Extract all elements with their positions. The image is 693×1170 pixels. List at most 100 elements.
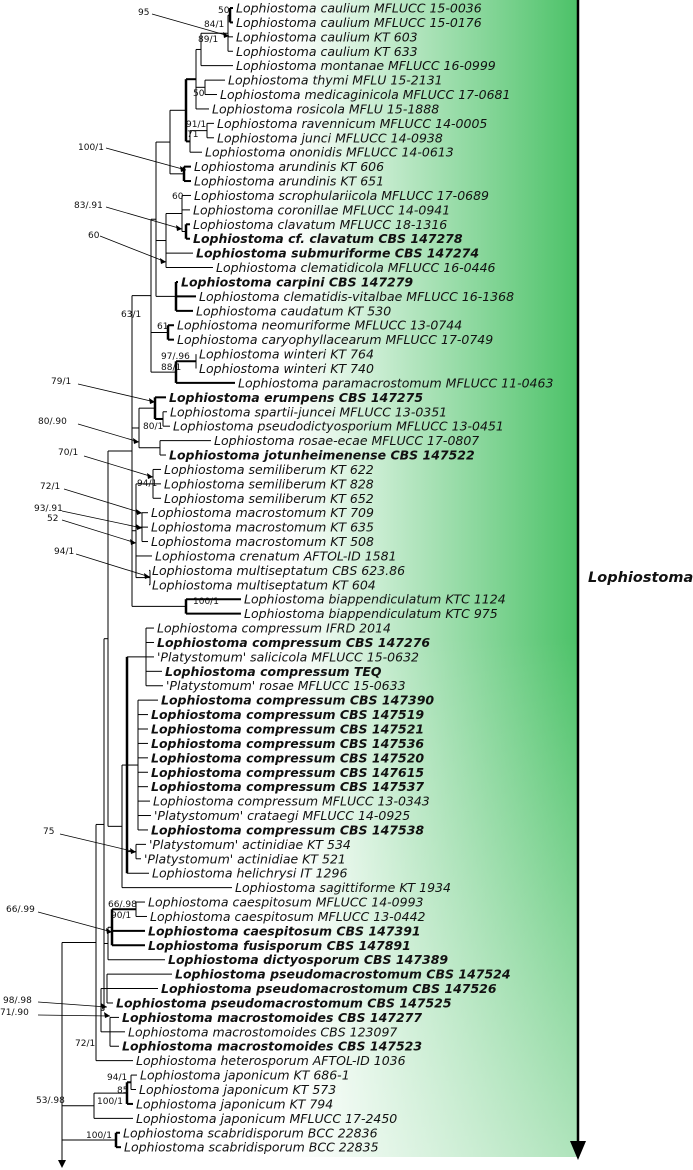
- taxon-label: Lophiostoma compressum CBS 147615: [151, 765, 424, 780]
- support-value: 85: [117, 1086, 128, 1096]
- taxon-label: Lophiostoma scabridisporum BCC 22835: [124, 1140, 379, 1155]
- taxon-label: Lophiostoma caulium MFLUCC 15-0176: [236, 15, 482, 30]
- leader-arrowhead: [180, 166, 186, 172]
- leader-line: [59, 833, 137, 853]
- leader-line: [75, 553, 151, 578]
- support-value: 83/.91: [74, 201, 103, 211]
- leader-arrowhead: [130, 848, 136, 854]
- taxon-label: Lophiostoma scrophulariicola MFLUCC 17-0…: [194, 188, 489, 203]
- support-value: 84/1: [204, 20, 224, 30]
- taxon-label: Lophiostoma rosae-ecae MFLUCC 17-0807: [214, 433, 479, 448]
- support-value: 60: [172, 192, 184, 202]
- taxon-label: Lophiostoma biappendiculatum KTC 1124: [244, 592, 506, 607]
- taxon-label: 'Platystomum' actinidiae KT 521: [144, 851, 346, 866]
- support-value: 70/1: [58, 448, 78, 458]
- taxon-label: Lophiostoma japonicum KT 573: [139, 1082, 336, 1097]
- taxon-label: Lophiostoma compressum CBS 147537: [151, 779, 424, 794]
- taxon-label: Lophiostoma caudatum KT 530: [196, 303, 391, 318]
- taxon-label: 'Platystomum' rosae MFLUCC 15-0633: [166, 678, 406, 693]
- taxon-label: Lophiostoma dictyosporum CBS 147389: [168, 952, 448, 967]
- taxon-label: Lophiostoma pseudomacrostomum CBS 147524: [175, 967, 511, 982]
- support-value: 90/1: [111, 911, 131, 921]
- leader-line: [37, 1014, 111, 1017]
- leader-arrowhead: [101, 1003, 107, 1009]
- taxon-label: Lophiostoma arundinis KT 651: [194, 174, 384, 189]
- taxon-label: Lophiostoma compressum IFRD 2014: [157, 621, 391, 636]
- support-value: 60: [88, 231, 100, 241]
- taxon-label: Lophiostoma compressum CBS 147536: [151, 736, 424, 751]
- leader-line: [105, 147, 187, 171]
- taxon-label: Lophiostoma japonicum KT 794: [136, 1096, 333, 1111]
- leader-line: [77, 423, 140, 443]
- taxon-label: Lophiostoma heterosporum AFTOL-ID 1036: [136, 1053, 406, 1068]
- support-value: 72/1: [75, 1039, 95, 1049]
- taxon-label: Lophiostoma caulium KT 633: [236, 44, 418, 59]
- support-value: 75: [43, 827, 54, 837]
- taxon-label: Lophiostoma thymi MFLU 15-2131: [228, 73, 443, 88]
- taxon-label: Lophiostoma ravennicum MFLUCC 14-0005: [217, 116, 487, 131]
- taxon-label: Lophiostoma medicaginicola MFLUCC 17-068…: [220, 87, 510, 102]
- support-value: 71/.90: [0, 1008, 29, 1018]
- taxon-label: Lophiostoma paramacrostomum MFLUCC 11-04…: [238, 375, 553, 390]
- support-value: 95: [138, 8, 149, 18]
- leader-arrowhead: [136, 509, 142, 515]
- support-value: 53/.98: [36, 1096, 65, 1106]
- taxon-label: Lophiostoma compressum CBS 147538: [151, 822, 424, 837]
- taxon-label: Lophiostoma rosicola MFLU 15-1888: [212, 101, 439, 116]
- leader-arrowhead: [160, 258, 166, 264]
- taxon-label: Lophiostoma macrostomoides CBS 147277: [122, 1010, 422, 1025]
- taxon-label: Lophiostoma carpini CBS 147279: [181, 274, 413, 289]
- taxon-label: Lophiostoma compressum CBS 147276: [157, 635, 430, 650]
- support-value: 66/.98: [108, 900, 137, 910]
- support-value: 94/1: [137, 479, 157, 489]
- leader-line: [77, 383, 156, 403]
- taxon-label: Lophiostoma caryophyllacearum MFLUCC 17-…: [177, 332, 493, 347]
- leader-arrowhead: [176, 225, 182, 231]
- support-value: 80/1: [143, 422, 163, 432]
- leader-line: [37, 911, 113, 933]
- taxon-label: Lophiostoma multiseptatum CBS 623.86: [152, 563, 405, 578]
- taxon-label: Lophiostoma jotunheimenense CBS 147522: [169, 448, 475, 463]
- support-value: 100/1: [97, 1097, 123, 1107]
- leader-arrowhead: [136, 524, 142, 530]
- support-value: 66/.99: [6, 905, 35, 915]
- support-value: 80/.90: [38, 417, 67, 427]
- taxon-label: Lophiostoma montanae MFLUCC 16-0999: [236, 58, 496, 73]
- support-value: 91/1: [186, 120, 206, 130]
- leader-arrowhead: [133, 438, 139, 444]
- leader-line: [63, 488, 143, 514]
- leader-arrowhead: [144, 573, 150, 579]
- taxon-label: 'Platystomum' salicicola MFLUCC 15-0632: [157, 649, 419, 664]
- clade-label: Lophiostoma: [588, 570, 693, 586]
- taxon-label: Lophiostoma submuriforme CBS 147274: [196, 246, 479, 261]
- support-value: 100/1: [78, 143, 104, 153]
- taxon-label: Lophiostoma pseudodictyosporium MFLUCC 1…: [173, 419, 504, 434]
- support-value: 93/.91: [34, 504, 63, 514]
- taxon-label: Lophiostoma clavatum MFLUCC 18-1316: [193, 217, 447, 232]
- leader-arrowhead: [106, 928, 112, 934]
- support-value: 50: [218, 6, 230, 16]
- taxon-label: Lophiostoma caespitosum CBS 147391: [148, 923, 421, 938]
- leader-line: [83, 455, 154, 478]
- taxon-label: Lophiostoma compressum CBS 147520: [151, 750, 424, 765]
- leader-line: [61, 510, 143, 529]
- taxon-label: Lophiostoma helichrysi IT 1296: [152, 866, 347, 881]
- support-value: 61: [157, 322, 168, 332]
- taxon-label: Lophiostoma pseudomacrostomum CBS 147525: [116, 995, 452, 1010]
- support-value: 79/1: [51, 377, 71, 387]
- taxon-label: Lophiostoma clematidicola MFLUCC 16-0446: [216, 260, 496, 275]
- support-value: 98/.98: [3, 996, 32, 1006]
- leader-arrowhead: [149, 398, 155, 404]
- taxon-label: Lophiostoma caulium MFLUCC 15-0036: [236, 1, 482, 16]
- taxon-label: Lophiostoma caespitosum MFLUCC 14-0993: [148, 895, 424, 910]
- leader-line: [61, 519, 137, 544]
- taxon-label: Lophiostoma macrostomoides CBS 147523: [122, 1039, 422, 1054]
- taxon-label: Lophiostoma ononidis MFLUCC 14-0613: [205, 145, 454, 160]
- taxon-label: Lophiostoma macrostomum KT 508: [151, 534, 374, 549]
- taxon-label: Lophiostoma macrostomoides CBS 123097: [128, 1024, 397, 1039]
- support-value: 88/1: [161, 363, 181, 373]
- support-value: 94/1: [107, 1073, 127, 1083]
- taxon-label: Lophiostoma scabridisporum BCC 22836: [123, 1125, 378, 1140]
